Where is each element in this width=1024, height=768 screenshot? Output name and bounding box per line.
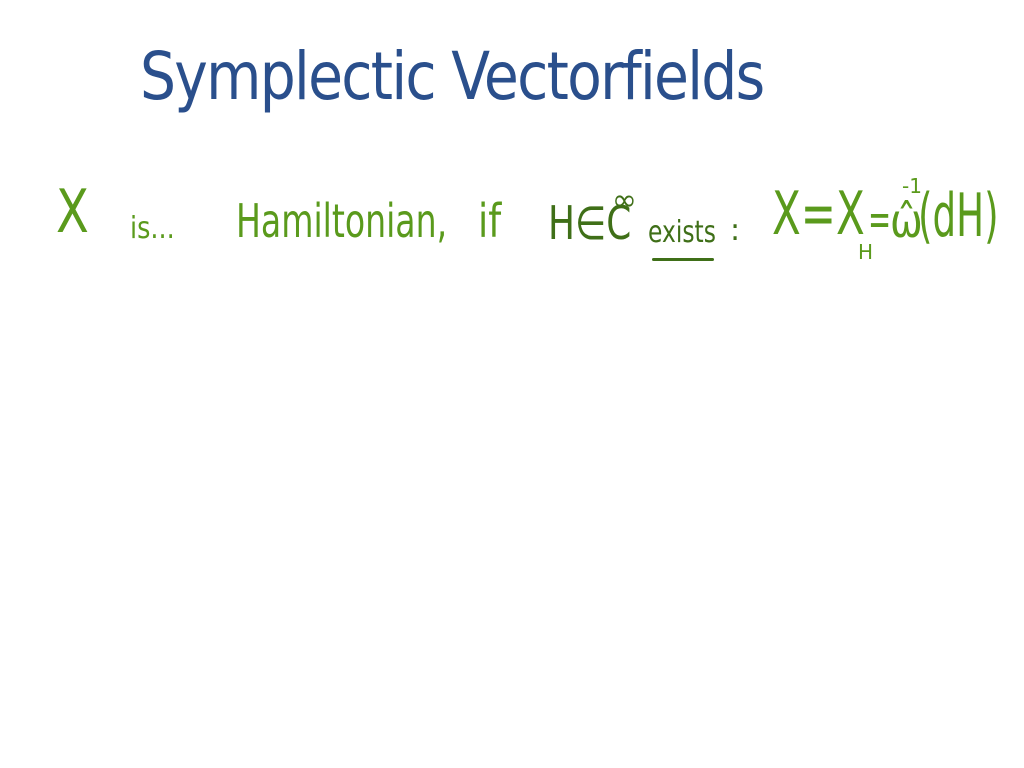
is-text: is... (130, 211, 175, 246)
if-word: if (478, 194, 502, 248)
infinity-superscript: ∞ (612, 183, 637, 218)
omega-hat: ω̂ (890, 194, 923, 248)
hamiltonian-word: Hamiltonian, (236, 194, 448, 248)
equation-subscript-h: H (858, 240, 874, 264)
function-class: H∈C (548, 196, 632, 250)
inverse-superscript: -1 (902, 174, 922, 198)
colon: : (730, 213, 741, 248)
equation-lhs: X=X (772, 179, 865, 249)
exists-underline (652, 258, 714, 261)
equation-equals: = (868, 192, 892, 246)
slide-title: Symplectic Vectorfields (140, 38, 765, 115)
exists-word: exists (648, 215, 716, 250)
subject-x: X (56, 177, 89, 247)
definition-line: X is... Hamiltonian, if H∈C ∞ exists : X… (0, 176, 1024, 280)
argument-dh: (dH) (918, 181, 999, 251)
